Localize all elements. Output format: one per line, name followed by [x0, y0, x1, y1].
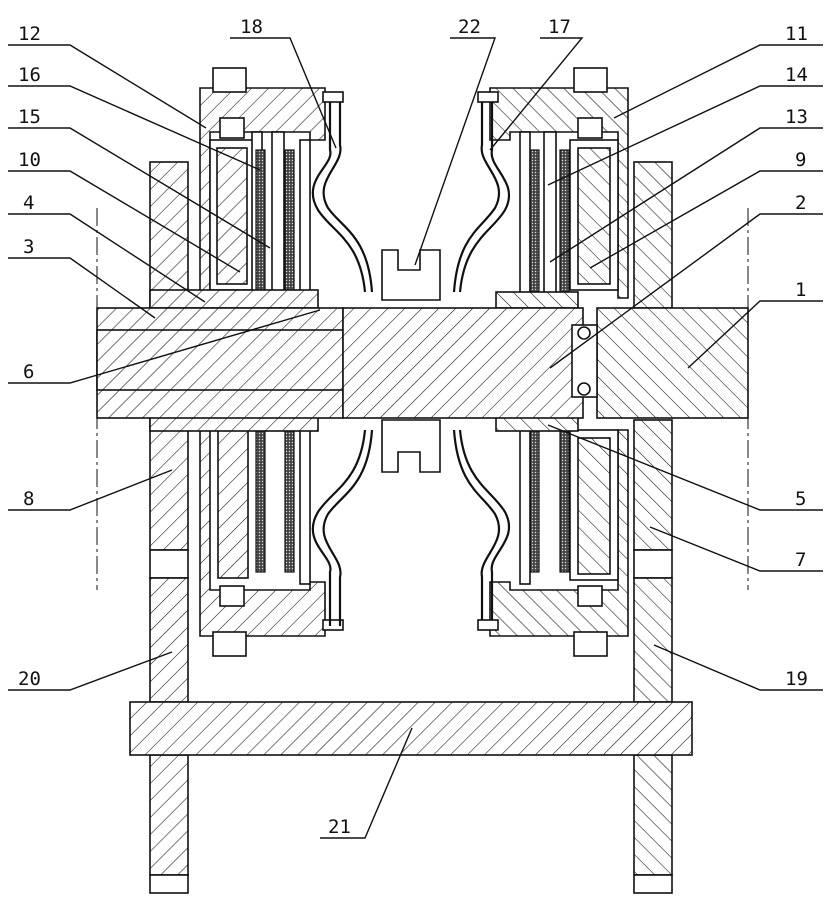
label-16: 16 [18, 64, 41, 86]
inner-shaft-left [96, 329, 344, 391]
label-20: 20 [18, 668, 41, 690]
center-block-top [381, 249, 441, 301]
label-4: 4 [23, 192, 34, 214]
left-hub-bottom [149, 416, 319, 432]
base-plate [129, 701, 693, 756]
label-12: 12 [18, 23, 41, 45]
right-support-frame [633, 161, 673, 894]
right-hub-bottom [495, 416, 579, 432]
right-housing [489, 67, 629, 657]
label-2: 2 [795, 192, 806, 214]
label-6: 6 [23, 361, 34, 383]
label-19: 19 [785, 668, 808, 690]
label-7: 7 [795, 549, 806, 571]
label-5: 5 [795, 488, 806, 510]
main-shaft [342, 307, 584, 419]
label-17: 17 [548, 16, 571, 38]
label-21: 21 [328, 816, 351, 838]
right-hub-top [495, 291, 579, 309]
part-labels: 12 16 15 10 4 3 6 8 20 11 14 13 9 2 1 5 … [18, 16, 808, 838]
label-11: 11 [785, 23, 808, 45]
right-diaphragm-spring [452, 91, 511, 631]
left-support-frame [149, 161, 189, 894]
label-15: 15 [18, 106, 41, 128]
label-13: 13 [785, 106, 808, 128]
label-1: 1 [795, 279, 806, 301]
leader-lines [8, 37, 823, 839]
right-friction-plates [519, 131, 570, 585]
label-3: 3 [23, 236, 34, 258]
left-hub-top [149, 289, 319, 309]
left-housing [199, 67, 326, 657]
label-22: 22 [458, 16, 481, 38]
label-18: 18 [240, 16, 263, 38]
label-14: 14 [785, 64, 808, 86]
label-9: 9 [795, 149, 806, 171]
center-block-bottom [381, 419, 441, 473]
left-diaphragm-spring [311, 91, 374, 631]
label-10: 10 [18, 149, 41, 171]
output-shaft [596, 307, 749, 419]
label-8: 8 [23, 488, 34, 510]
